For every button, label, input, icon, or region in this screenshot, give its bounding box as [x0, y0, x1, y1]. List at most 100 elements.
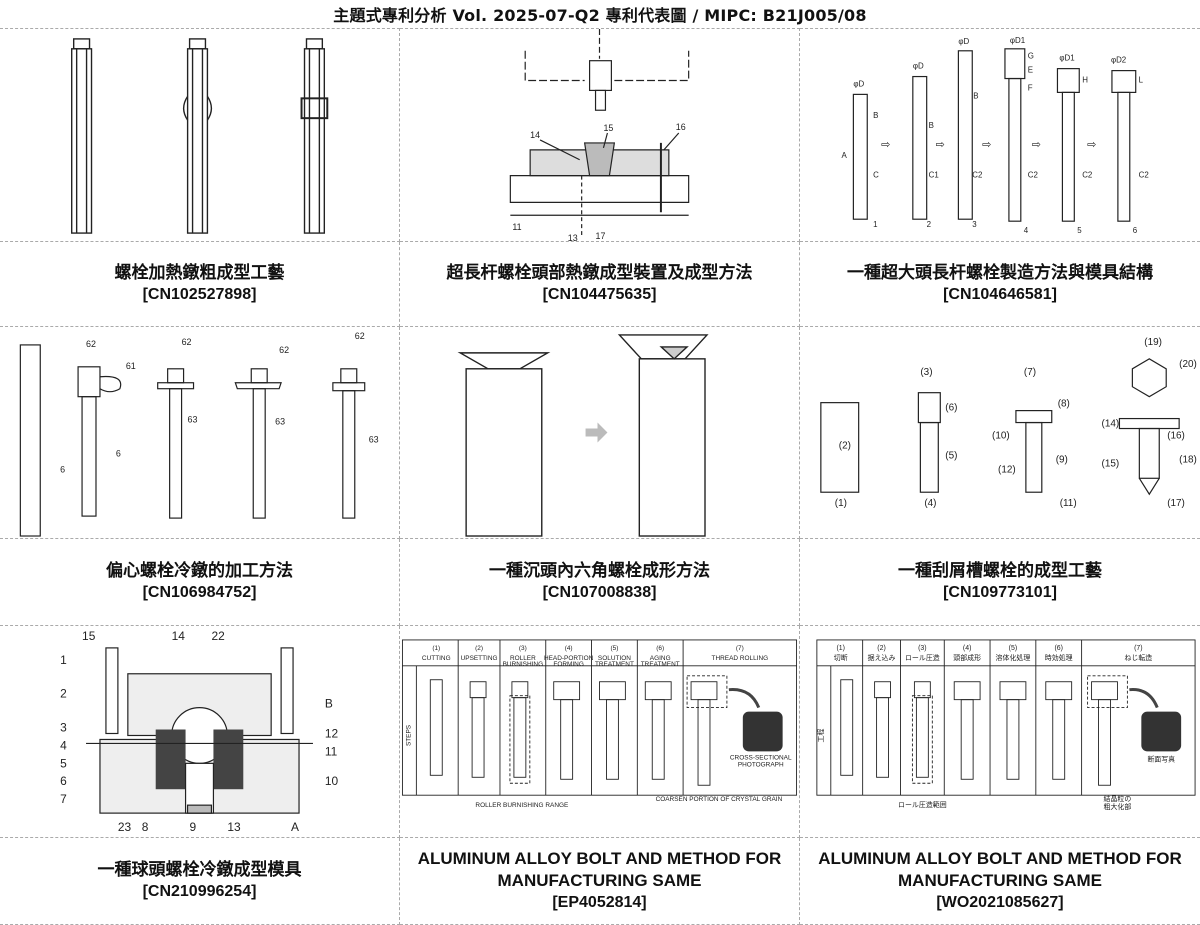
svg-text:17: 17	[596, 231, 606, 241]
aluminum-bolt-steps-jp: (1)切断 (2)据え込み (3)ロール圧造 (4)頭部成形 (5)溶体化処理 …	[816, 639, 1196, 811]
svg-text:工程: 工程	[816, 728, 825, 742]
svg-text:63: 63	[188, 415, 198, 425]
svg-text:FORMING: FORMING	[553, 661, 583, 668]
patent-title: 偏心螺栓冷鐓的加工方法	[106, 561, 293, 581]
svg-text:61: 61	[126, 361, 136, 371]
patent-title: 超長杆螺栓頭部熱鐓成型裝置及成型方法	[446, 263, 753, 283]
svg-text:13: 13	[568, 233, 578, 241]
svg-text:結晶粒の: 結晶粒の	[1104, 794, 1132, 803]
svg-text:(7): (7)	[736, 645, 744, 652]
svg-text:溶体化処理: 溶体化処理	[996, 653, 1031, 662]
svg-text:A: A	[841, 151, 847, 160]
svg-text:切断: 切断	[834, 653, 848, 662]
svg-text:B: B	[873, 111, 878, 120]
svg-text:62: 62	[279, 345, 289, 355]
patent-number: [CN210996254]	[142, 883, 257, 900]
svg-text:(8): (8)	[1058, 399, 1070, 410]
svg-text:(1): (1)	[837, 645, 846, 652]
svg-text:(4): (4)	[963, 645, 972, 652]
svg-text:C2: C2	[1082, 171, 1092, 180]
svg-text:(19): (19)	[1144, 337, 1162, 348]
svg-text:(2): (2)	[475, 645, 483, 652]
svg-text:(12): (12)	[998, 464, 1016, 475]
svg-text:(1): (1)	[432, 645, 440, 652]
svg-text:SOLUTION: SOLUTION	[598, 655, 631, 662]
svg-text:11: 11	[512, 222, 521, 232]
svg-text:AGING: AGING	[650, 655, 671, 662]
svg-text:22: 22	[211, 629, 225, 643]
svg-text:63: 63	[369, 434, 379, 444]
svg-text:9: 9	[190, 820, 197, 834]
patent-number: [EP4052814]	[552, 894, 647, 911]
svg-text:7: 7	[60, 792, 67, 806]
patent-caption: 超長杆螺栓頭部熱鐓成型裝置及成型方法 [CN104475635]	[400, 242, 800, 327]
figure-cn102527898	[0, 28, 400, 242]
svg-text:(4): (4)	[924, 498, 936, 509]
svg-text:C2: C2	[972, 171, 982, 180]
svg-text:13: 13	[227, 820, 241, 834]
svg-text:粗大化部: 粗大化部	[1104, 802, 1132, 811]
svg-text:φD: φD	[913, 62, 924, 71]
svg-text:62: 62	[86, 339, 96, 349]
arrow-right-icon	[585, 422, 608, 443]
svg-text:(16): (16)	[1167, 430, 1185, 441]
svg-text:G: G	[1028, 52, 1034, 61]
svg-text:3: 3	[60, 721, 67, 735]
cross-section-photo-icon	[742, 711, 783, 752]
svg-text:HEAD-PORTION: HEAD-PORTION	[544, 655, 594, 662]
patent-number: [CN107008838]	[542, 584, 657, 601]
patent-title: 一種沉頭內六角螺栓成形方法	[489, 561, 710, 581]
patent-number: [CN102527898]	[142, 286, 257, 303]
svg-text:CUTTING: CUTTING	[422, 655, 451, 662]
patent-title: 一種超大頭長杆螺栓製造方法與模具結構	[847, 263, 1153, 283]
svg-text:(6): (6)	[1054, 645, 1063, 652]
svg-text:(11): (11)	[1060, 498, 1077, 509]
svg-text:(2): (2)	[877, 645, 886, 652]
svg-text:F: F	[1028, 83, 1033, 92]
page-title: 主題式專利分析 Vol. 2025-07-Q2 專利代表圖 / MIPC: B2…	[333, 6, 867, 25]
svg-text:6: 6	[60, 774, 67, 788]
patent-title: 螺栓加熱鐓粗成型工藝	[114, 263, 285, 283]
svg-text:(9): (9)	[1056, 454, 1068, 465]
svg-text:(2): (2)	[839, 440, 851, 451]
svg-text:62: 62	[182, 337, 192, 347]
patent-title: 一種刮屑槽螺栓的成型工藝	[898, 561, 1102, 581]
svg-text:ロール圧造: ロール圧造	[905, 653, 940, 662]
svg-text:⇨: ⇨	[936, 139, 945, 151]
patent-caption: ALUMINUM ALLOY BOLT AND METHOD FOR MANUF…	[400, 838, 800, 925]
patent-title: ALUMINUM ALLOY BOLT AND METHOD FOR MANUF…	[818, 849, 1182, 890]
patent-caption: 一種刮屑槽螺栓的成型工藝 [CN109773101]	[800, 539, 1200, 626]
svg-text:TREATMENT: TREATMENT	[641, 661, 680, 668]
svg-text:⇨: ⇨	[982, 139, 991, 151]
cross-section-photo-icon	[1141, 711, 1182, 752]
svg-text:62: 62	[355, 331, 365, 341]
svg-text:(3): (3)	[918, 645, 927, 652]
svg-text:16: 16	[676, 122, 686, 132]
svg-text:ROLLER BURNISHING RANGE: ROLLER BURNISHING RANGE	[475, 802, 569, 809]
patent-caption: 一種沉頭內六角螺栓成形方法 [CN107008838]	[400, 539, 800, 626]
svg-text:PHOTOGRAPH: PHOTOGRAPH	[738, 761, 784, 768]
svg-text:H: H	[1082, 75, 1088, 84]
figure-cn109773101: (1)(2) (3)(4)(5)(6) (7)(8)(9) (10)(11)(1…	[800, 327, 1200, 539]
svg-text:φD: φD	[853, 79, 864, 88]
svg-text:(3): (3)	[519, 645, 527, 652]
svg-text:C1: C1	[929, 171, 940, 180]
patent-number: [CN109773101]	[943, 584, 1057, 601]
svg-text:ロール圧造範囲: ロール圧造範囲	[898, 800, 947, 809]
svg-text:E: E	[1028, 66, 1033, 75]
patent-caption: 一種超大頭長杆螺栓製造方法與模具結構 [CN104646581]	[800, 242, 1200, 327]
patent-number: [WO2021085627]	[936, 894, 1064, 911]
svg-text:(7): (7)	[1024, 367, 1036, 378]
svg-text:φD1: φD1	[1059, 54, 1075, 63]
patent-caption: ALUMINUM ALLOY BOLT AND METHOD FOR MANUF…	[800, 838, 1200, 925]
svg-text:ROLLER: ROLLER	[510, 655, 536, 662]
svg-text:TREATMENT: TREATMENT	[595, 661, 634, 668]
svg-text:B: B	[929, 121, 934, 130]
svg-text:C: C	[873, 171, 879, 180]
svg-text:(14): (14)	[1102, 419, 1120, 430]
svg-text:(15): (15)	[1102, 458, 1120, 469]
bolt-blank-drawings	[71, 38, 329, 234]
